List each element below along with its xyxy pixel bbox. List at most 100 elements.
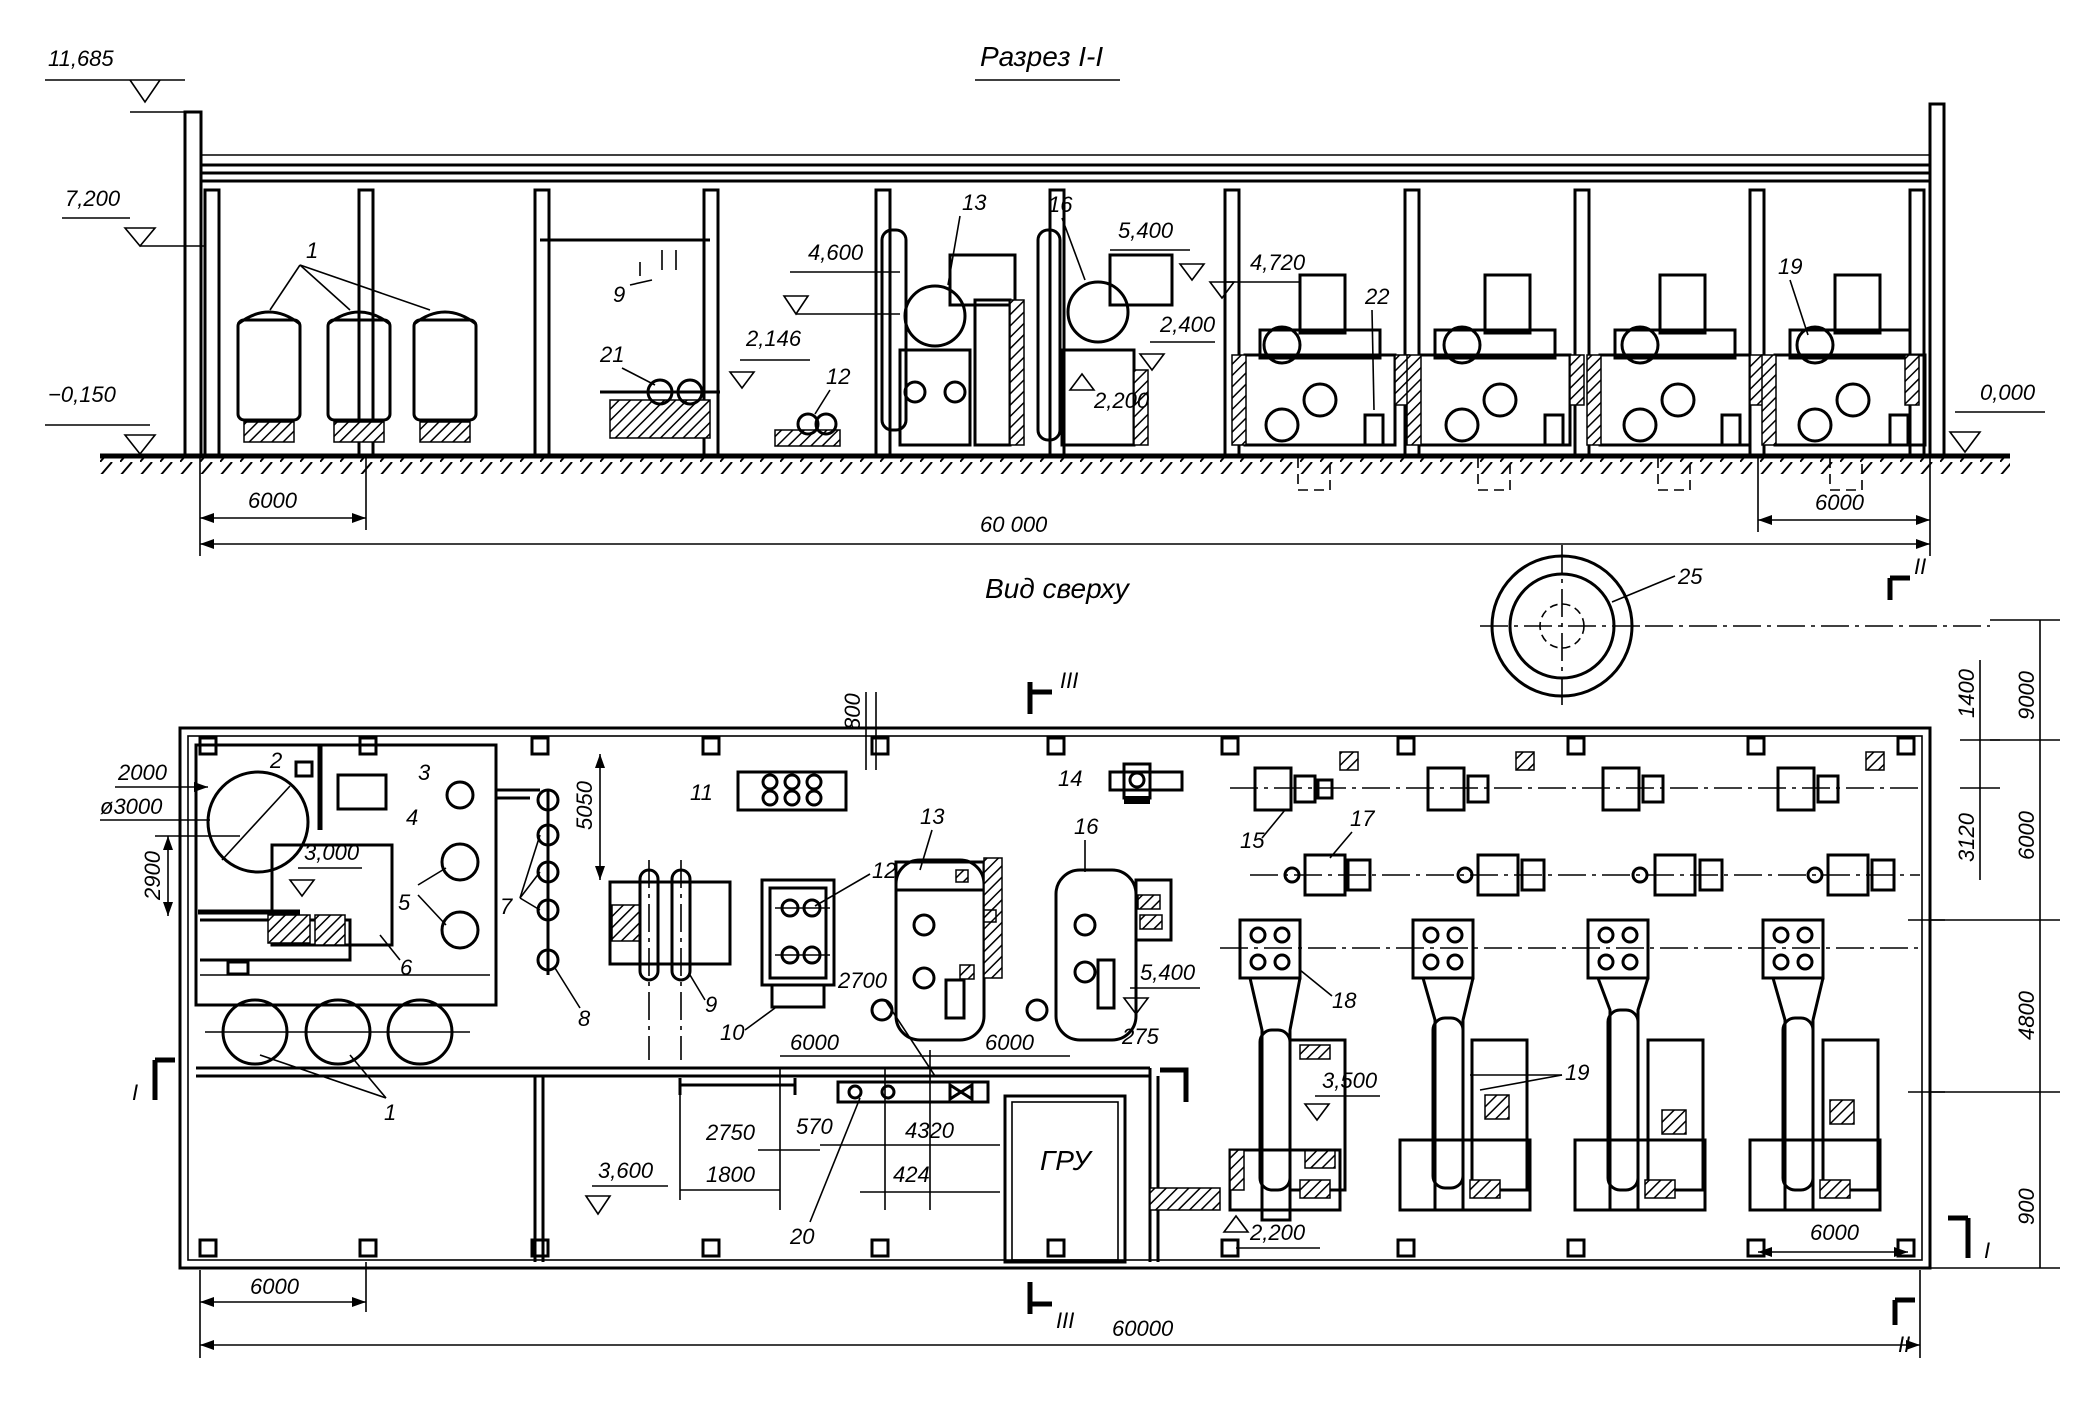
plan-elevation-3000: 3,000 — [288, 840, 362, 898]
elevation-minus-0150: −0,150 — [45, 382, 157, 456]
svg-text:2,200: 2,200 — [1093, 388, 1150, 413]
unit-section-1 — [1231, 273, 1410, 447]
svg-text:19: 19 — [1778, 254, 1802, 279]
dim-570-4320: 2750 1800 — [679, 1085, 820, 1200]
svg-text:570: 570 — [796, 1114, 833, 1139]
dim-424: 570 — [796, 1114, 833, 1139]
svg-text:16: 16 — [1048, 192, 1073, 217]
dim-2700: 6000 — [780, 1030, 930, 1057]
plan-dim-6000-left: 6000 — [200, 1262, 367, 1312]
equipment-10-12: 12 10 — [720, 858, 896, 1045]
svg-text:5050: 5050 — [572, 780, 597, 830]
svg-text:12: 12 — [872, 858, 896, 883]
elevation-2146: 2,146 — [728, 326, 810, 390]
dim-2900: 2900 — [140, 835, 240, 916]
section-mark-III-bottom: III — [1027, 1282, 1074, 1333]
svg-text:0,000: 0,000 — [1980, 380, 2036, 405]
section-mark-I-right: I — [1948, 1215, 1990, 1263]
elevation-0000: 0,000 — [1948, 380, 2045, 454]
chimney-25: 25 — [1480, 545, 1703, 710]
equipment-9-21: 9 21 — [599, 250, 720, 439]
svg-text:12: 12 — [826, 364, 850, 389]
pump-row-15 — [1253, 751, 1885, 812]
unit-section-3 — [1586, 273, 1765, 447]
plan-elevation-3600: 3,600 — [584, 1158, 668, 1216]
ground-line — [100, 453, 2010, 474]
gru-label: ГРУ — [1040, 1145, 1094, 1176]
tanks-1-plan: 1 — [205, 998, 470, 1125]
svg-text:11: 11 — [690, 780, 713, 805]
svg-text:13: 13 — [920, 804, 945, 829]
plan-dim-60000: 60000 — [199, 1270, 1921, 1358]
svg-text:1400: 1400 — [1954, 668, 1979, 718]
dim-2000: 2000 — [115, 760, 208, 792]
svg-text:2900: 2900 — [140, 850, 165, 901]
dim-diameter-3000: ø3000 — [100, 794, 210, 821]
plan-title: Вид сверху — [985, 573, 1131, 604]
elevation-7200: 7,200 — [62, 186, 205, 248]
label-1: 1 — [306, 238, 318, 263]
boiler-13-section: 4,600 13 — [782, 190, 1025, 447]
svg-text:25: 25 — [1677, 564, 1703, 589]
dim-275: 4320 — [820, 1118, 1000, 1146]
section-dim-6000-right: 6000 — [1757, 456, 1930, 532]
svg-text:ø3000: ø3000 — [100, 794, 163, 819]
building-frame — [183, 102, 1946, 458]
svg-text:15: 15 — [1240, 828, 1265, 853]
plan-elevation-3500: 3,500 — [1303, 1068, 1380, 1122]
boiler-16-section: 16 2,200 5,400 2,400 4,720 — [1036, 192, 1306, 447]
svg-text:6000: 6000 — [790, 1030, 840, 1055]
room-left: 2 3 4 5 6 — [194, 743, 498, 1007]
svg-text:800: 800 — [840, 693, 865, 730]
svg-text:I: I — [132, 1080, 138, 1105]
svg-text:4320: 4320 — [905, 1118, 955, 1143]
section-mark-II-top: II — [1887, 554, 1926, 600]
unit-plan-1 — [1228, 918, 1347, 1222]
svg-text:3120: 3120 — [1954, 812, 1979, 862]
svg-text:I: I — [1984, 1238, 1990, 1263]
svg-text:2000: 2000 — [117, 760, 168, 785]
equipment-11: 11 — [690, 770, 848, 812]
svg-text:8: 8 — [578, 1006, 591, 1031]
svg-text:5: 5 — [398, 890, 411, 915]
svg-text:−0,150: −0,150 — [48, 382, 117, 407]
svg-text:11,685: 11,685 — [48, 46, 114, 71]
svg-text:2,400: 2,400 — [1159, 312, 1216, 337]
svg-text:III: III — [1060, 668, 1078, 693]
room-gru: ГРУ — [1003, 1094, 1221, 1264]
svg-text:6: 6 — [400, 955, 413, 980]
unit-section-2 — [1406, 273, 1585, 447]
svg-text:4,720: 4,720 — [1250, 250, 1306, 275]
pumps-15-17: 15 17 — [1240, 751, 1896, 897]
plan-elevation-5400: 5,400 — [1122, 960, 1200, 1016]
pump-row-17 — [1283, 853, 1896, 897]
svg-text:1: 1 — [384, 1100, 396, 1125]
dim-900: 275 — [1121, 1024, 1159, 1049]
svg-text:19: 19 — [1565, 1060, 1589, 1085]
dim-800: 800 — [840, 692, 877, 770]
svg-text:3,500: 3,500 — [1322, 1068, 1378, 1093]
svg-text:4,600: 4,600 — [808, 240, 864, 265]
right-dimensions: 9000 6000 4800 900 1400 3120 — [1908, 619, 2060, 1269]
svg-text:13: 13 — [962, 190, 987, 215]
units-18-19-plan: 18 19 — [1228, 918, 1882, 1222]
svg-text:1800: 1800 — [706, 1162, 756, 1187]
svg-text:6000: 6000 — [985, 1030, 1035, 1055]
svg-text:9: 9 — [613, 282, 625, 307]
plan-axes — [1220, 787, 1920, 949]
svg-text:9: 9 — [705, 992, 717, 1017]
svg-text:60000: 60000 — [1112, 1316, 1174, 1341]
svg-text:10: 10 — [720, 1020, 745, 1045]
svg-text:6000: 6000 — [1810, 1220, 1860, 1245]
svg-text:2700: 2700 — [837, 968, 888, 993]
section-dim-60000: 60 000 — [199, 456, 1931, 556]
equipment-14: 14 — [1058, 762, 1184, 804]
svg-text:17: 17 — [1350, 806, 1375, 831]
dim-2750: 6000 — [930, 1030, 1070, 1057]
section-view: Разрез I-I — [45, 41, 2045, 556]
interior-walls — [196, 1066, 1189, 1262]
plan-elevation-2200: 2,200 — [1222, 1214, 1320, 1249]
dim-5050: 5050 — [572, 754, 605, 880]
equipment-7-8: 7 8 — [496, 788, 591, 1031]
